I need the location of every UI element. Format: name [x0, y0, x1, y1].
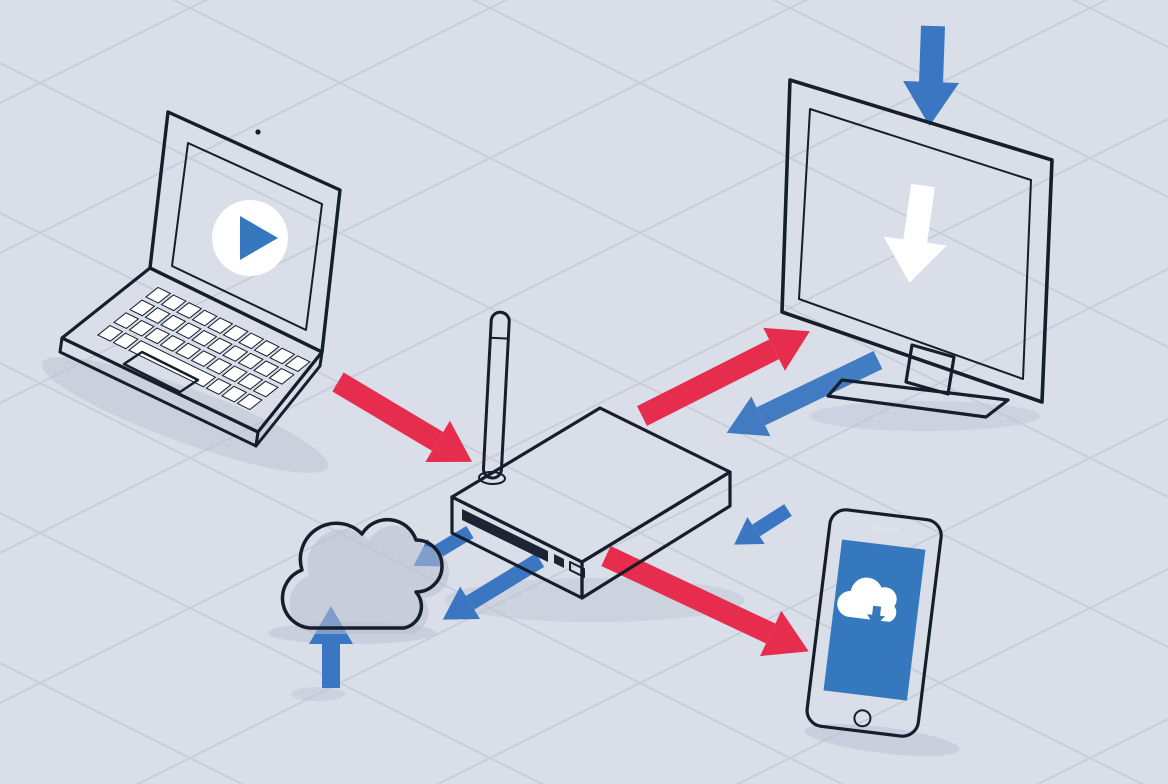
phone-body [805, 508, 943, 738]
upload-arrow-shadow [291, 687, 345, 701]
phone-home-button-icon [853, 709, 872, 728]
smartphone [805, 508, 943, 738]
shadows [41, 357, 1040, 757]
laptop-screen [171, 142, 323, 331]
cloud [280, 517, 449, 634]
arrow-router-to-monitor [637, 327, 810, 426]
arrow-phone-to-router [734, 504, 792, 545]
monitor-screen [798, 108, 1032, 380]
router [450, 310, 732, 600]
cloud-back-shadow [289, 525, 449, 634]
arrow-router-to-phone [601, 546, 809, 657]
download-arrow-icon [883, 183, 947, 283]
monitor-stand-base [826, 378, 1010, 419]
router-top-face [450, 406, 732, 564]
router-port-icon [554, 554, 564, 568]
monitor-frame [780, 78, 1054, 404]
cloud-download-icon [837, 577, 897, 628]
monitor-shadow [810, 401, 1040, 431]
play-icon [212, 200, 288, 276]
arrow-laptop-to-router [332, 372, 472, 463]
router-button-icon [569, 561, 585, 578]
cloud-icon [280, 517, 444, 630]
monitor [780, 78, 1054, 419]
webcam-dot-icon [255, 129, 261, 135]
spacebar-key [129, 341, 215, 387]
laptop [58, 110, 342, 448]
phone-shadow [804, 723, 960, 757]
laptop-keyboard [98, 287, 310, 409]
phone-speaker-icon [872, 525, 899, 533]
laptop-lid [148, 110, 342, 354]
antenna-icon [478, 310, 511, 486]
router-vent-slot [462, 509, 548, 562]
arrow-router-to-cloud-lower [442, 553, 545, 620]
arrow-monitor-to-router [726, 350, 883, 437]
download-arrow-top-icon [903, 25, 960, 126]
laptop-touchpad [122, 350, 200, 394]
